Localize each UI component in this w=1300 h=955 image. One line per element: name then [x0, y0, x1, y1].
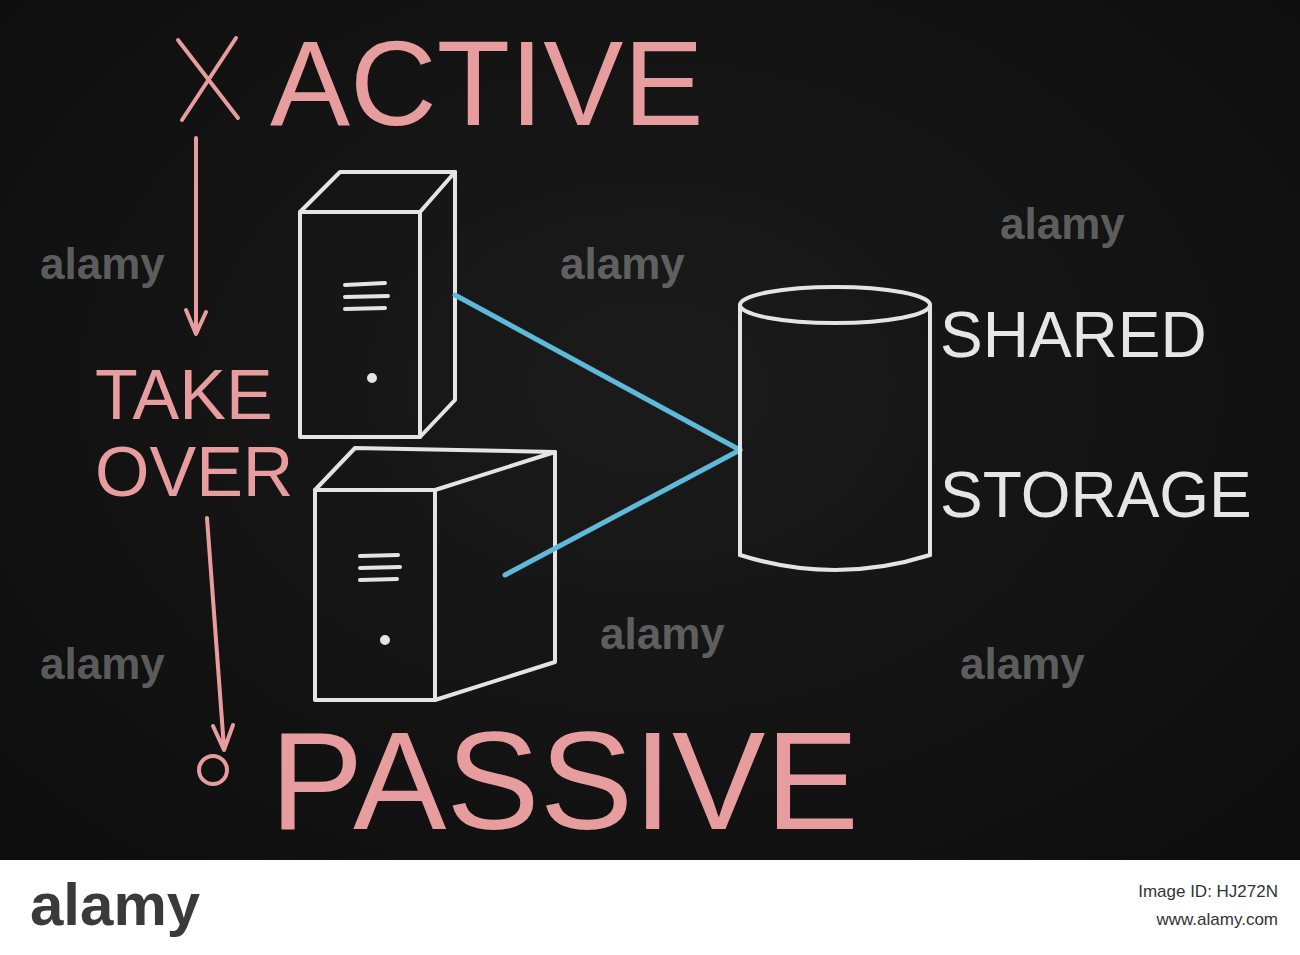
logo-text: alamy [30, 872, 200, 938]
storage-cylinder: SHARED STORAGE [730, 255, 1275, 579]
watermark: alamy [600, 610, 725, 658]
watermark: alamy [960, 640, 1085, 688]
watermark: alamy [40, 240, 165, 288]
storage-link [455, 295, 740, 575]
action-label: TAKE OVER [95, 357, 315, 511]
image-id: Image ID: HJ272N [1138, 882, 1278, 902]
active-server [300, 172, 455, 437]
watermark: alamy [40, 640, 165, 688]
watermark: alamy [560, 240, 685, 288]
storage-label: SHARED STORAGE [940, 255, 1270, 575]
watermark: alamy [1000, 200, 1125, 248]
passive-server [315, 448, 555, 700]
state-label: ACTIVE [270, 23, 703, 143]
source-url: www.alamy.com [1156, 910, 1278, 930]
state-label: PASSIVE [270, 711, 859, 851]
